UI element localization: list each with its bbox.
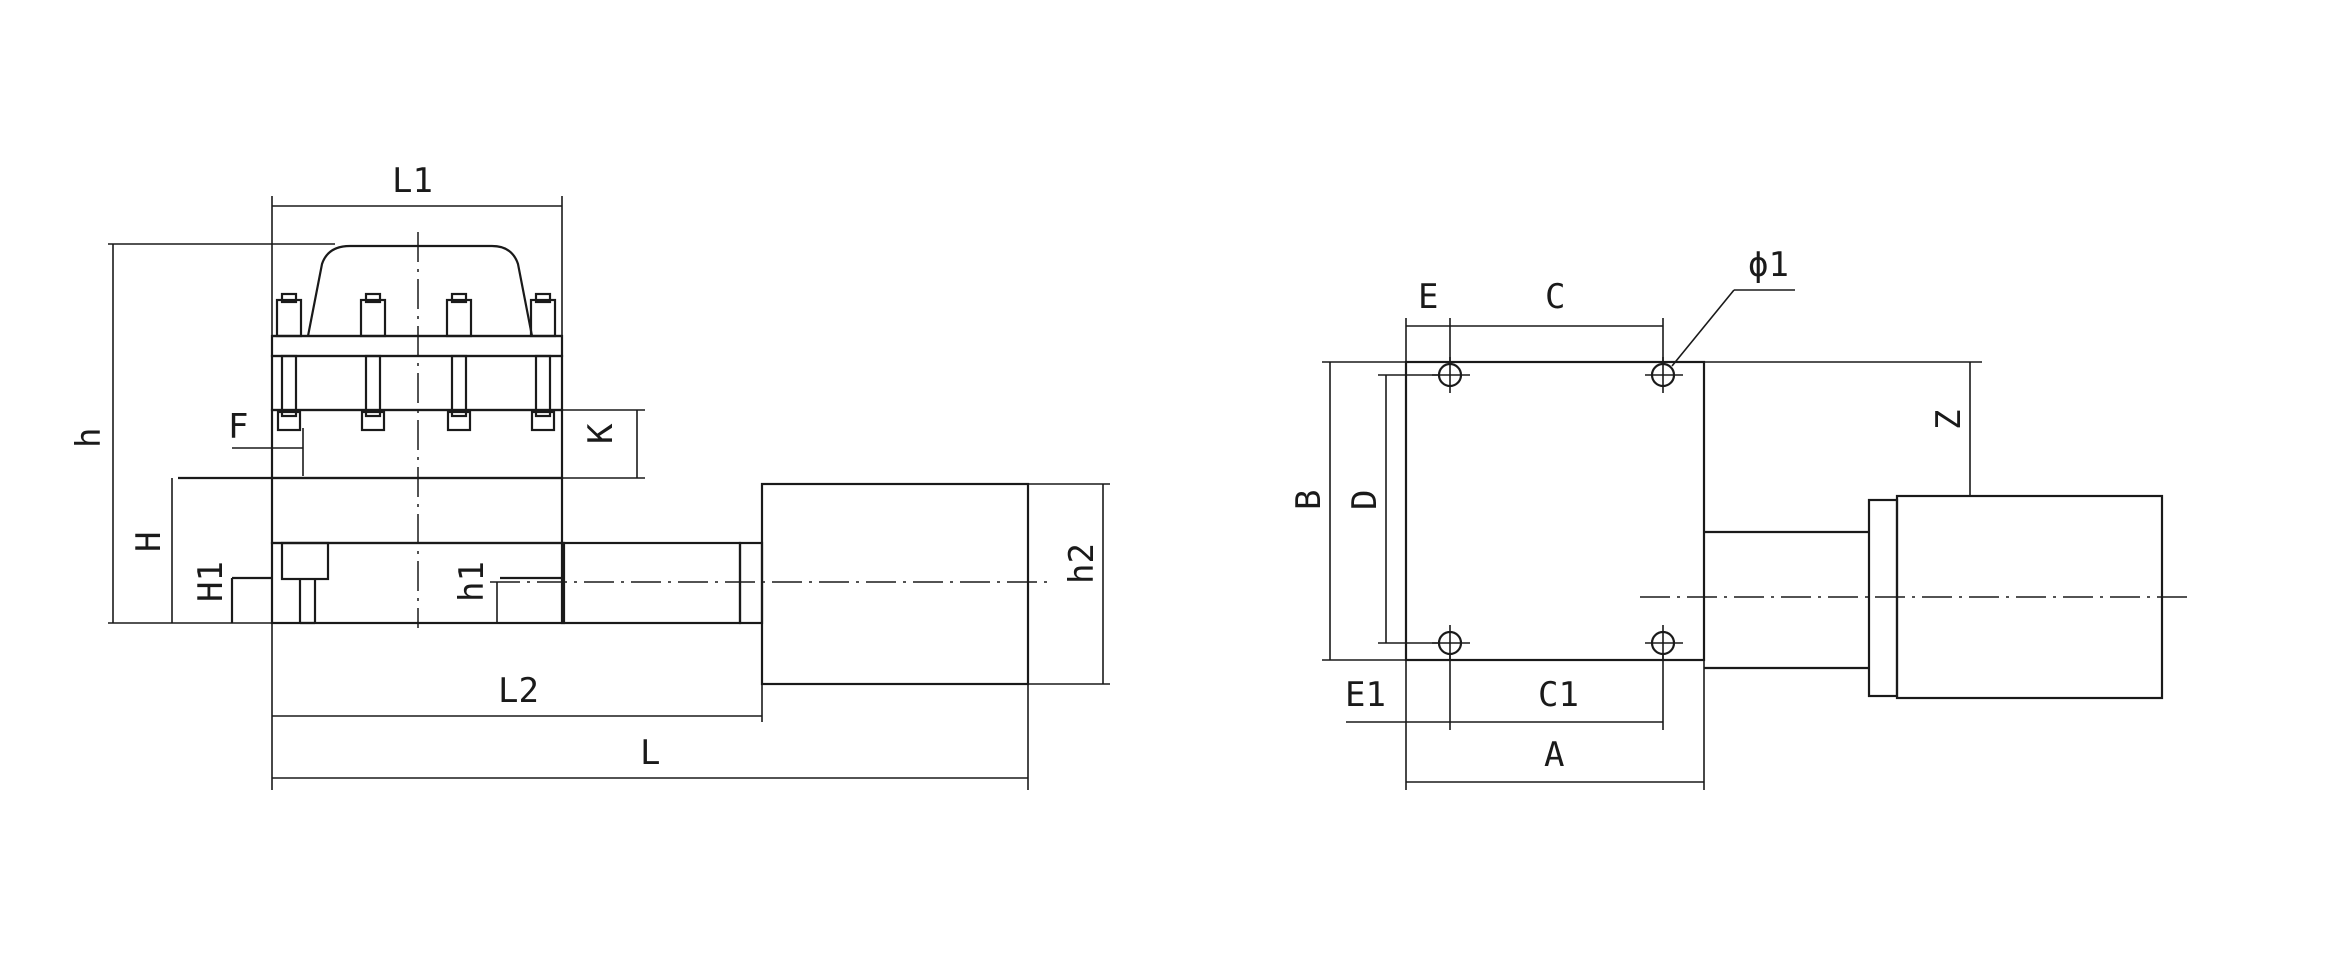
dimension-L1: L1 <box>271 161 563 336</box>
dimension-C1: C1 <box>1450 655 1664 730</box>
dimension-L: L <box>272 684 1029 790</box>
label-D: D <box>1345 490 1385 510</box>
dimension-L2: L2 <box>271 623 763 790</box>
mounting-hole <box>1645 625 1683 661</box>
label-C: C <box>1545 277 1565 317</box>
mounting-hole <box>1645 357 1683 393</box>
dimension-E: E <box>1405 277 1451 362</box>
bolt <box>275 292 303 432</box>
dimension-h2: h2 <box>1028 483 1110 685</box>
label-phi1: ϕ1 <box>1748 245 1789 285</box>
dimension-C: C <box>1450 277 1664 362</box>
dimension-B: B <box>1289 361 1406 661</box>
label-Z: Z <box>1929 410 1969 430</box>
dimension-E1: E1 <box>1345 655 1451 790</box>
label-A: A <box>1544 735 1564 775</box>
mounting-holes <box>1432 357 1683 661</box>
dimension-K: K <box>562 409 645 479</box>
flange-bolts <box>275 292 557 432</box>
label-h2: h2 <box>1062 543 1102 584</box>
label-L: L <box>640 733 660 773</box>
label-E1: E1 <box>1345 675 1386 715</box>
bolt <box>359 292 387 432</box>
dimension-Z: Z <box>1704 361 1982 496</box>
dimension-H1: H1 <box>191 561 233 623</box>
dimension-A: A <box>1406 660 1705 790</box>
drive-shaft <box>500 541 764 625</box>
dimension-phi1: ϕ1 <box>1671 245 1795 367</box>
side-view: L1 h F K H H1 <box>69 161 1110 790</box>
label-h: h <box>69 428 109 448</box>
label-h1: h1 <box>452 561 492 602</box>
dimension-H: H <box>129 478 173 623</box>
dimension-h: h <box>69 243 335 624</box>
label-F: F <box>228 407 248 447</box>
bolt <box>445 292 473 432</box>
bolt <box>529 292 557 432</box>
actuator-housing <box>760 482 1030 686</box>
base-plate <box>1404 360 1706 662</box>
dimension-D: D <box>1345 374 1440 644</box>
label-B: B <box>1289 490 1329 510</box>
dimension-F: F <box>228 407 304 476</box>
label-K: K <box>581 423 621 444</box>
label-L1: L1 <box>392 161 433 201</box>
plan-view: E C ϕ1 B D <box>1289 245 2192 790</box>
label-H1: H1 <box>191 561 231 602</box>
flange-assembly <box>270 244 564 412</box>
dimension-h1: h1 <box>452 561 498 623</box>
label-L2: L2 <box>498 671 539 711</box>
label-C1: C1 <box>1538 675 1579 715</box>
label-H: H <box>129 532 169 552</box>
plan-shaft <box>1704 530 1869 670</box>
label-E: E <box>1418 277 1438 317</box>
